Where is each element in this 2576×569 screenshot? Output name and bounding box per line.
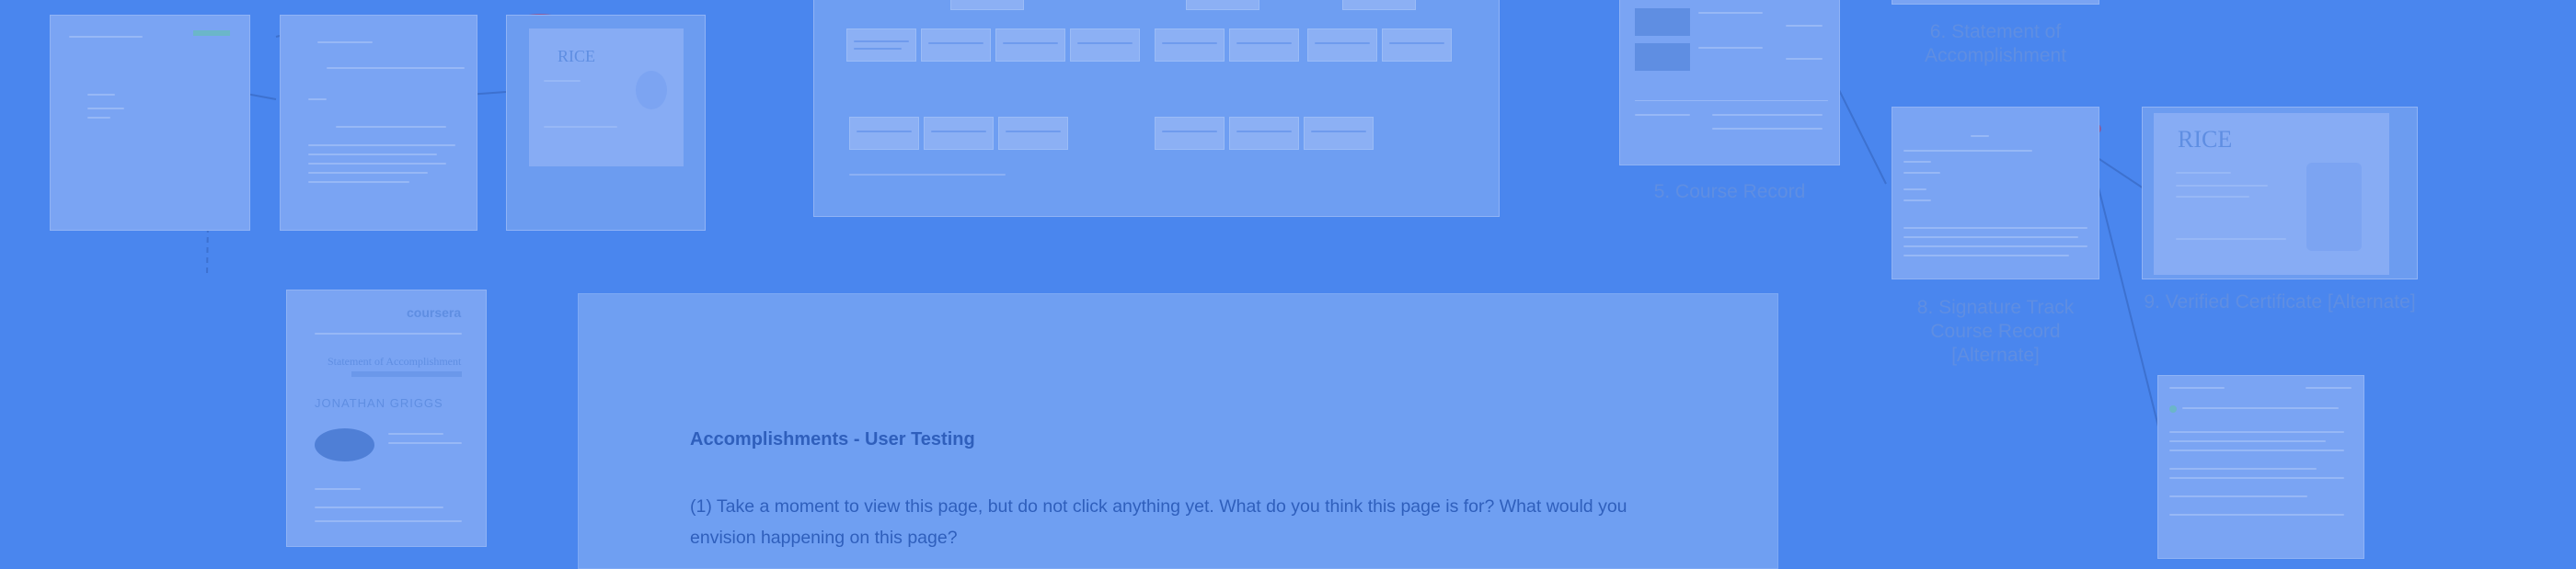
screen-thumbnail-signature-track[interactable]	[1892, 107, 2099, 279]
caption-statement-of-accomplishment: 6. Statement of Accomplishment	[1924, 21, 2067, 66]
screen-thumbnail-course-page[interactable]	[280, 15, 477, 231]
caption-course-record: 5. Course Record	[1653, 181, 1806, 202]
screen-thumbnail-statement-of-accomplishment[interactable]: coursera Statement of Accomplishment JON…	[286, 290, 487, 547]
coursera-logo: coursera	[407, 305, 462, 320]
screen-thumbnail-statement-top[interactable]	[1892, 0, 2099, 5]
screen-thumbnail-verified-certificate-alt[interactable]: RICE	[2142, 107, 2418, 279]
screen-thumbnail-course-details[interactable]	[2157, 375, 2364, 559]
screen-thumbnail-verified-certificate[interactable]: RICE	[506, 15, 706, 231]
caption-signature-track: 8. Signature Track Course Record [Altern…	[1916, 297, 2075, 366]
caption-verified-certificate: 9. Verified Certificate [Alternate]	[2144, 291, 2416, 313]
screen-thumbnail-course-record[interactable]	[1619, 0, 1840, 165]
flow-canvas: RICE coursera Statement of Accomplishmen…	[50, 0, 2418, 569]
rice-logo-small: RICE	[558, 47, 596, 65]
flow-diagram-panel	[813, 0, 1500, 217]
learner-name: JONATHAN GRIGGS	[315, 396, 443, 410]
statement-heading: Statement of Accomplishment	[328, 355, 462, 368]
rice-logo: RICE	[2178, 126, 2233, 153]
modal-title: Accomplishments - User Testing	[690, 429, 975, 450]
modal-question: (1) Take a moment to view this page, but…	[690, 496, 1627, 548]
screen-thumbnail-landing[interactable]	[50, 15, 250, 231]
user-testing-modal: Accomplishments - User Testing (1) Take …	[578, 293, 1778, 569]
